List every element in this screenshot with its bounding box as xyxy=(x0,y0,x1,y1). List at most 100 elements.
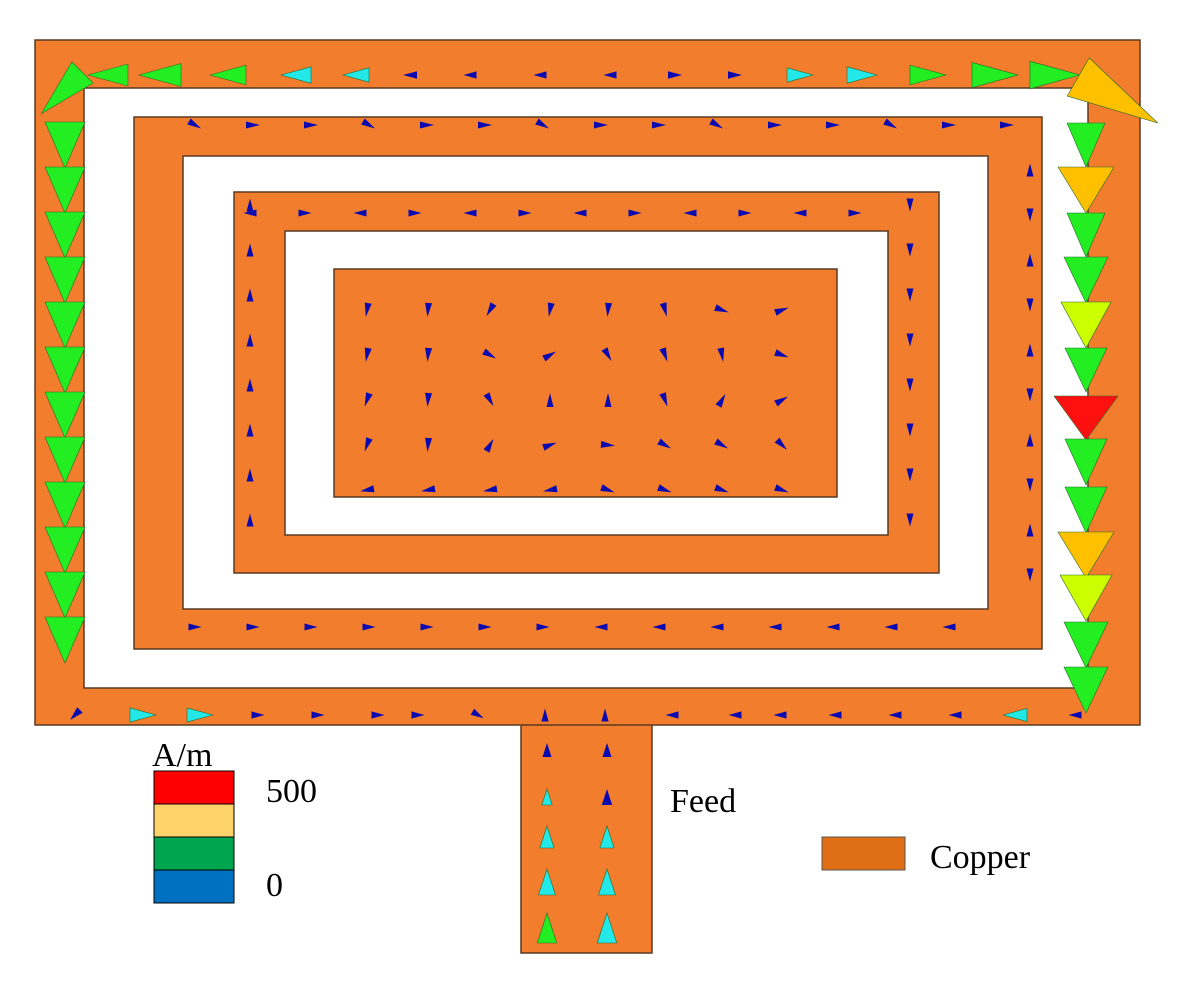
current-arrow xyxy=(304,623,318,631)
current-arrow xyxy=(482,348,497,359)
current-arrow xyxy=(774,307,789,316)
current-arrow xyxy=(605,302,613,317)
current-arrow xyxy=(279,66,312,84)
current-arrow xyxy=(683,209,697,217)
current-arrow xyxy=(44,166,86,214)
copper-legend-label: Copper xyxy=(930,839,1031,876)
current-arrow xyxy=(518,209,532,217)
current-arrow xyxy=(773,711,787,719)
current-arrow xyxy=(425,347,433,362)
current-arrow xyxy=(848,209,862,217)
current-arrow xyxy=(599,825,615,849)
current-arrow xyxy=(425,302,433,317)
current-arrow xyxy=(652,121,666,129)
current-arrow xyxy=(543,485,558,493)
current-vector-field xyxy=(40,57,1159,944)
current-arrow xyxy=(361,118,376,129)
current-arrow xyxy=(1026,568,1034,582)
current-arrow xyxy=(906,198,914,212)
current-arrow xyxy=(601,347,612,362)
current-arrow xyxy=(600,484,615,493)
current-arrow xyxy=(542,351,557,362)
current-arrow xyxy=(403,71,417,79)
current-arrow xyxy=(826,121,840,129)
current-arrow xyxy=(246,333,254,347)
current-arrow xyxy=(298,209,312,217)
current-arrow xyxy=(1066,212,1106,258)
current-arrow xyxy=(906,423,914,437)
current-arrow xyxy=(715,393,726,408)
current-arrow xyxy=(1026,343,1034,357)
current-arrow xyxy=(1064,486,1108,534)
current-arrow xyxy=(728,71,742,79)
current-arrow xyxy=(602,743,612,757)
current-arrow xyxy=(44,121,86,169)
current-arrow xyxy=(604,393,612,407)
current-arrow xyxy=(547,302,555,317)
current-arrow xyxy=(942,121,956,129)
current-arrow xyxy=(421,485,436,493)
scale-swatch-green xyxy=(153,836,235,871)
current-arrow xyxy=(884,623,898,631)
current-arrow xyxy=(1053,395,1119,441)
current-color-scale: A/m 500 0 xyxy=(152,737,317,904)
current-arrow xyxy=(709,118,724,129)
current-arrow xyxy=(714,484,729,493)
current-arrow xyxy=(411,711,425,719)
current-arrow xyxy=(341,67,370,83)
current-arrow xyxy=(728,711,742,719)
current-arrow xyxy=(420,623,434,631)
current-arrow xyxy=(483,485,498,493)
current-arrow xyxy=(408,209,422,217)
current-arrow xyxy=(463,71,477,79)
scale-max-label: 500 xyxy=(266,773,317,810)
current-arrow xyxy=(1000,121,1014,129)
current-arrow xyxy=(246,423,254,437)
current-arrow xyxy=(186,707,215,723)
current-arrow xyxy=(768,121,782,129)
current-arrow xyxy=(793,209,807,217)
current-arrow xyxy=(44,571,86,619)
current-arrow xyxy=(601,708,609,722)
current-arrow xyxy=(971,62,1020,89)
current-arrow xyxy=(1057,166,1115,214)
current-arrow xyxy=(573,209,587,217)
current-arrow xyxy=(251,711,265,719)
current-arrow xyxy=(1064,347,1108,393)
current-arrow xyxy=(1059,574,1113,622)
current-arrow xyxy=(538,868,556,896)
current-arrow xyxy=(208,64,247,86)
current-arrow xyxy=(738,209,752,217)
current-arrow xyxy=(364,347,372,362)
current-arrow xyxy=(1063,256,1109,304)
current-arrow xyxy=(888,711,902,719)
current-arrow xyxy=(541,708,549,722)
current-arrow xyxy=(714,438,729,449)
current-arrow xyxy=(246,121,260,129)
current-arrow xyxy=(768,623,782,631)
current-arrow xyxy=(86,63,129,87)
current-arrow xyxy=(546,393,554,407)
current-arrow xyxy=(906,513,914,527)
current-arrow xyxy=(600,440,615,448)
current-arrow xyxy=(364,392,373,407)
current-arrow xyxy=(542,442,557,451)
current-arrow xyxy=(774,396,789,407)
current-arrow xyxy=(710,623,724,631)
current-arrow xyxy=(1029,60,1082,90)
current-arrow xyxy=(846,66,879,84)
current-arrow xyxy=(1026,253,1034,267)
current-arrow xyxy=(486,302,497,317)
current-arrow xyxy=(1026,478,1034,492)
current-arrow xyxy=(129,707,158,723)
current-arrow xyxy=(774,437,787,450)
current-arrow xyxy=(828,711,842,719)
current-arrow xyxy=(1068,711,1082,719)
current-arrow xyxy=(483,438,494,453)
current-arrow xyxy=(541,788,553,806)
current-arrow xyxy=(536,912,558,944)
current-arrow xyxy=(786,67,815,83)
current-arrow xyxy=(188,623,202,631)
current-arrow xyxy=(362,623,376,631)
current-arrow xyxy=(659,392,668,407)
